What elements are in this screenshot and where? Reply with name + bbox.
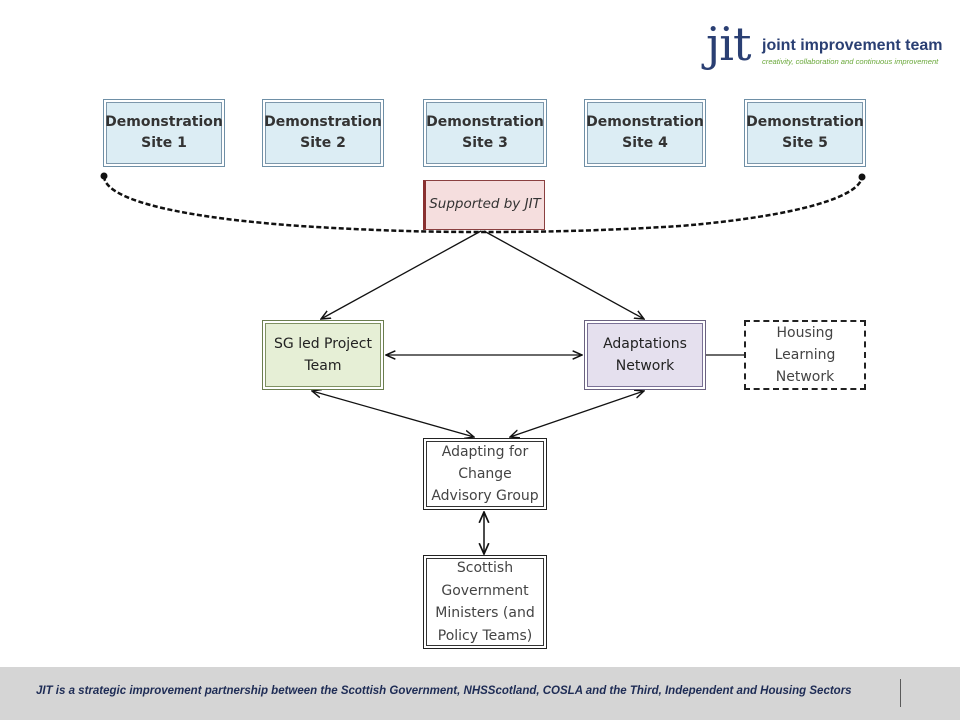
housing-line-2: Learning bbox=[774, 347, 836, 363]
ministers-line-3: Ministers (and bbox=[435, 605, 535, 621]
site-number: Site 1 bbox=[141, 135, 187, 151]
site-number: Site 4 bbox=[622, 135, 668, 151]
demonstration-sites-bracket bbox=[102, 175, 864, 234]
advisory-line-2: Change bbox=[458, 466, 512, 482]
sg-team-line-1: SG led Project bbox=[274, 336, 372, 352]
advisory-line-1: Adapting for bbox=[441, 444, 529, 460]
site-label: Demonstration bbox=[264, 114, 382, 130]
logo-title: joint improvement team bbox=[762, 37, 943, 54]
logo-mark: jit bbox=[706, 17, 751, 71]
footer-divider bbox=[900, 679, 901, 707]
footer-bar: JIT is a strategic improvement partnersh… bbox=[0, 667, 960, 720]
arrow-sg-team-advisory bbox=[312, 391, 474, 437]
adaptations-line-2: Network bbox=[615, 358, 675, 374]
ministers-line-2: Government bbox=[441, 582, 529, 599]
footer-text: JIT is a strategic improvement partnersh… bbox=[36, 685, 852, 697]
housing-line-1: Housing bbox=[776, 325, 834, 341]
logo-tagline: creativity, collaboration and continuous… bbox=[762, 57, 939, 66]
site-number: Site 3 bbox=[462, 135, 508, 151]
bracket-end-right bbox=[858, 173, 866, 181]
arrow-adaptations-advisory bbox=[510, 391, 644, 437]
housing-line-3: Network bbox=[775, 369, 835, 385]
sg-team-line-2: Team bbox=[304, 358, 342, 374]
site-label: Demonstration bbox=[746, 114, 864, 130]
arrow-jit-to-adaptations bbox=[483, 230, 644, 319]
advisory-line-3: Advisory Group bbox=[431, 488, 539, 504]
site-number: Site 2 bbox=[300, 135, 346, 151]
jit-logo: jit joint improvement team creativity, c… bbox=[700, 17, 945, 84]
site-label: Demonstration bbox=[426, 114, 544, 130]
supported-by-jit-box: Supported by JIT bbox=[423, 180, 545, 230]
site-label: Demonstration bbox=[586, 114, 704, 130]
site-label: Demonstration bbox=[105, 114, 223, 130]
ministers-line-1: Scottish bbox=[456, 560, 514, 576]
arrow-jit-to-sg-team bbox=[321, 230, 482, 319]
supported-by-jit-label: Supported by JIT bbox=[429, 196, 541, 212]
site-number: Site 5 bbox=[782, 135, 828, 151]
adaptations-line-1: Adaptations bbox=[603, 336, 687, 352]
ministers-line-4: Policy Teams) bbox=[437, 627, 533, 644]
bracket-end-left bbox=[100, 172, 108, 180]
